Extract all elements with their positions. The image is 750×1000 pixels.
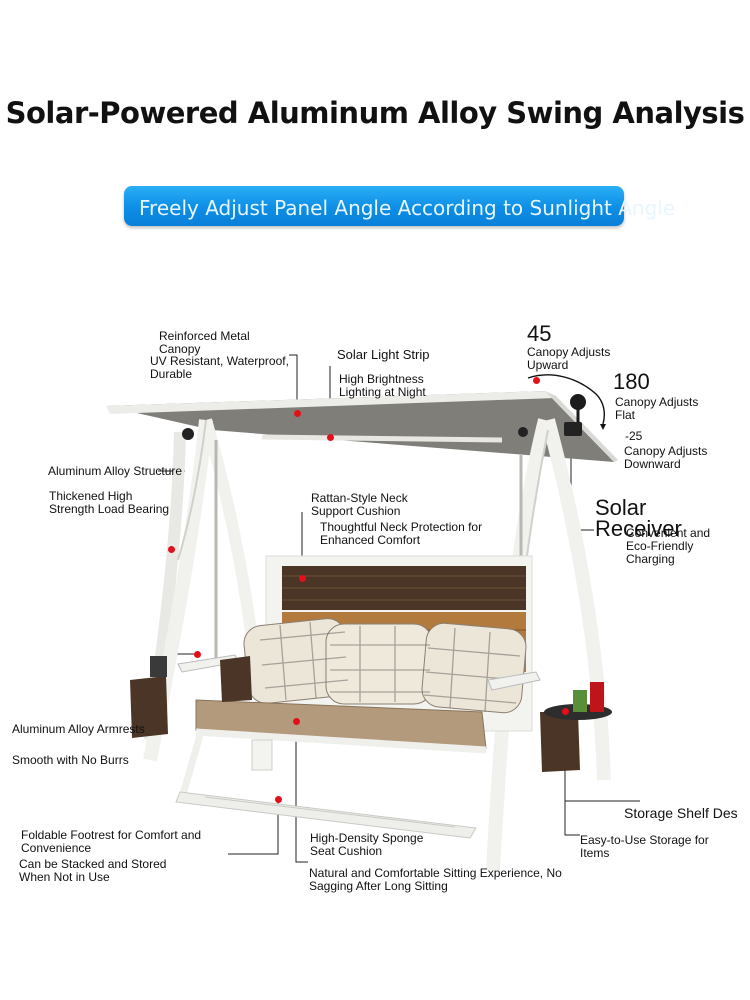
angle-up-label: Canopy Adjusts Upward: [527, 345, 611, 372]
neck-desc: Thoughtful Neck Protection for Enhanced …: [320, 520, 483, 547]
structure-title: Aluminum Alloy Structure: [48, 464, 183, 478]
canopy-desc: UV Resistant, Waterproof, Durable: [150, 354, 289, 381]
angle-down-label: Canopy Adjusts Downward: [624, 444, 708, 471]
subtitle-banner: [124, 186, 624, 226]
marker-dot: [299, 575, 306, 582]
light-title: Solar Light Strip: [337, 347, 430, 362]
angle-flat-value: 180: [613, 369, 650, 394]
marker-dot: [275, 796, 282, 803]
shelf-desc: Easy-to-Use Storage for Items: [580, 833, 709, 860]
marker-dot: [293, 718, 300, 725]
angle-down-value: -25: [625, 429, 643, 443]
footrest-title: Foldable Footrest for Comfort and Conven…: [21, 828, 202, 855]
marker-dot: [533, 377, 540, 384]
armrest-desc: Smooth with No Burrs: [12, 753, 129, 767]
footrest-desc: Can be Stacked and Stored When Not in Us…: [19, 857, 167, 884]
canopy-title: Reinforced Metal Canopy: [159, 329, 250, 356]
angle-up-value: 45: [527, 321, 552, 346]
marker-dot: [168, 546, 175, 553]
marker-dot: [294, 410, 301, 417]
sponge-title: High-Density Sponge Seat Cushion: [310, 831, 424, 858]
structure-desc: Thickened High Strength Load Bearing: [49, 489, 170, 516]
receiver-desc: Convenient and Eco-Friendly Charging: [626, 526, 711, 566]
light-desc: High Brightness Lighting at Night: [339, 372, 426, 399]
marker-dot: [194, 651, 201, 658]
armrest-title: Aluminum Alloy Armrests: [12, 722, 145, 736]
shelf-title: Storage Shelf Des: [624, 805, 738, 821]
marker-dot: [327, 434, 334, 441]
page-title: Solar-Powered Aluminum Alloy Swing Analy…: [5, 96, 745, 130]
neck-title: Rattan-Style Neck Support Cushion: [311, 491, 408, 518]
sponge-desc: Natural and Comfortable Sitting Experien…: [309, 866, 562, 893]
receiver-title: Solar Receiver: [595, 495, 682, 541]
angle-flat-label: Canopy Adjusts Flat: [615, 395, 699, 422]
banner-text: Freely Adjust Panel Angle According to S…: [139, 196, 676, 220]
marker-dot: [562, 708, 569, 715]
